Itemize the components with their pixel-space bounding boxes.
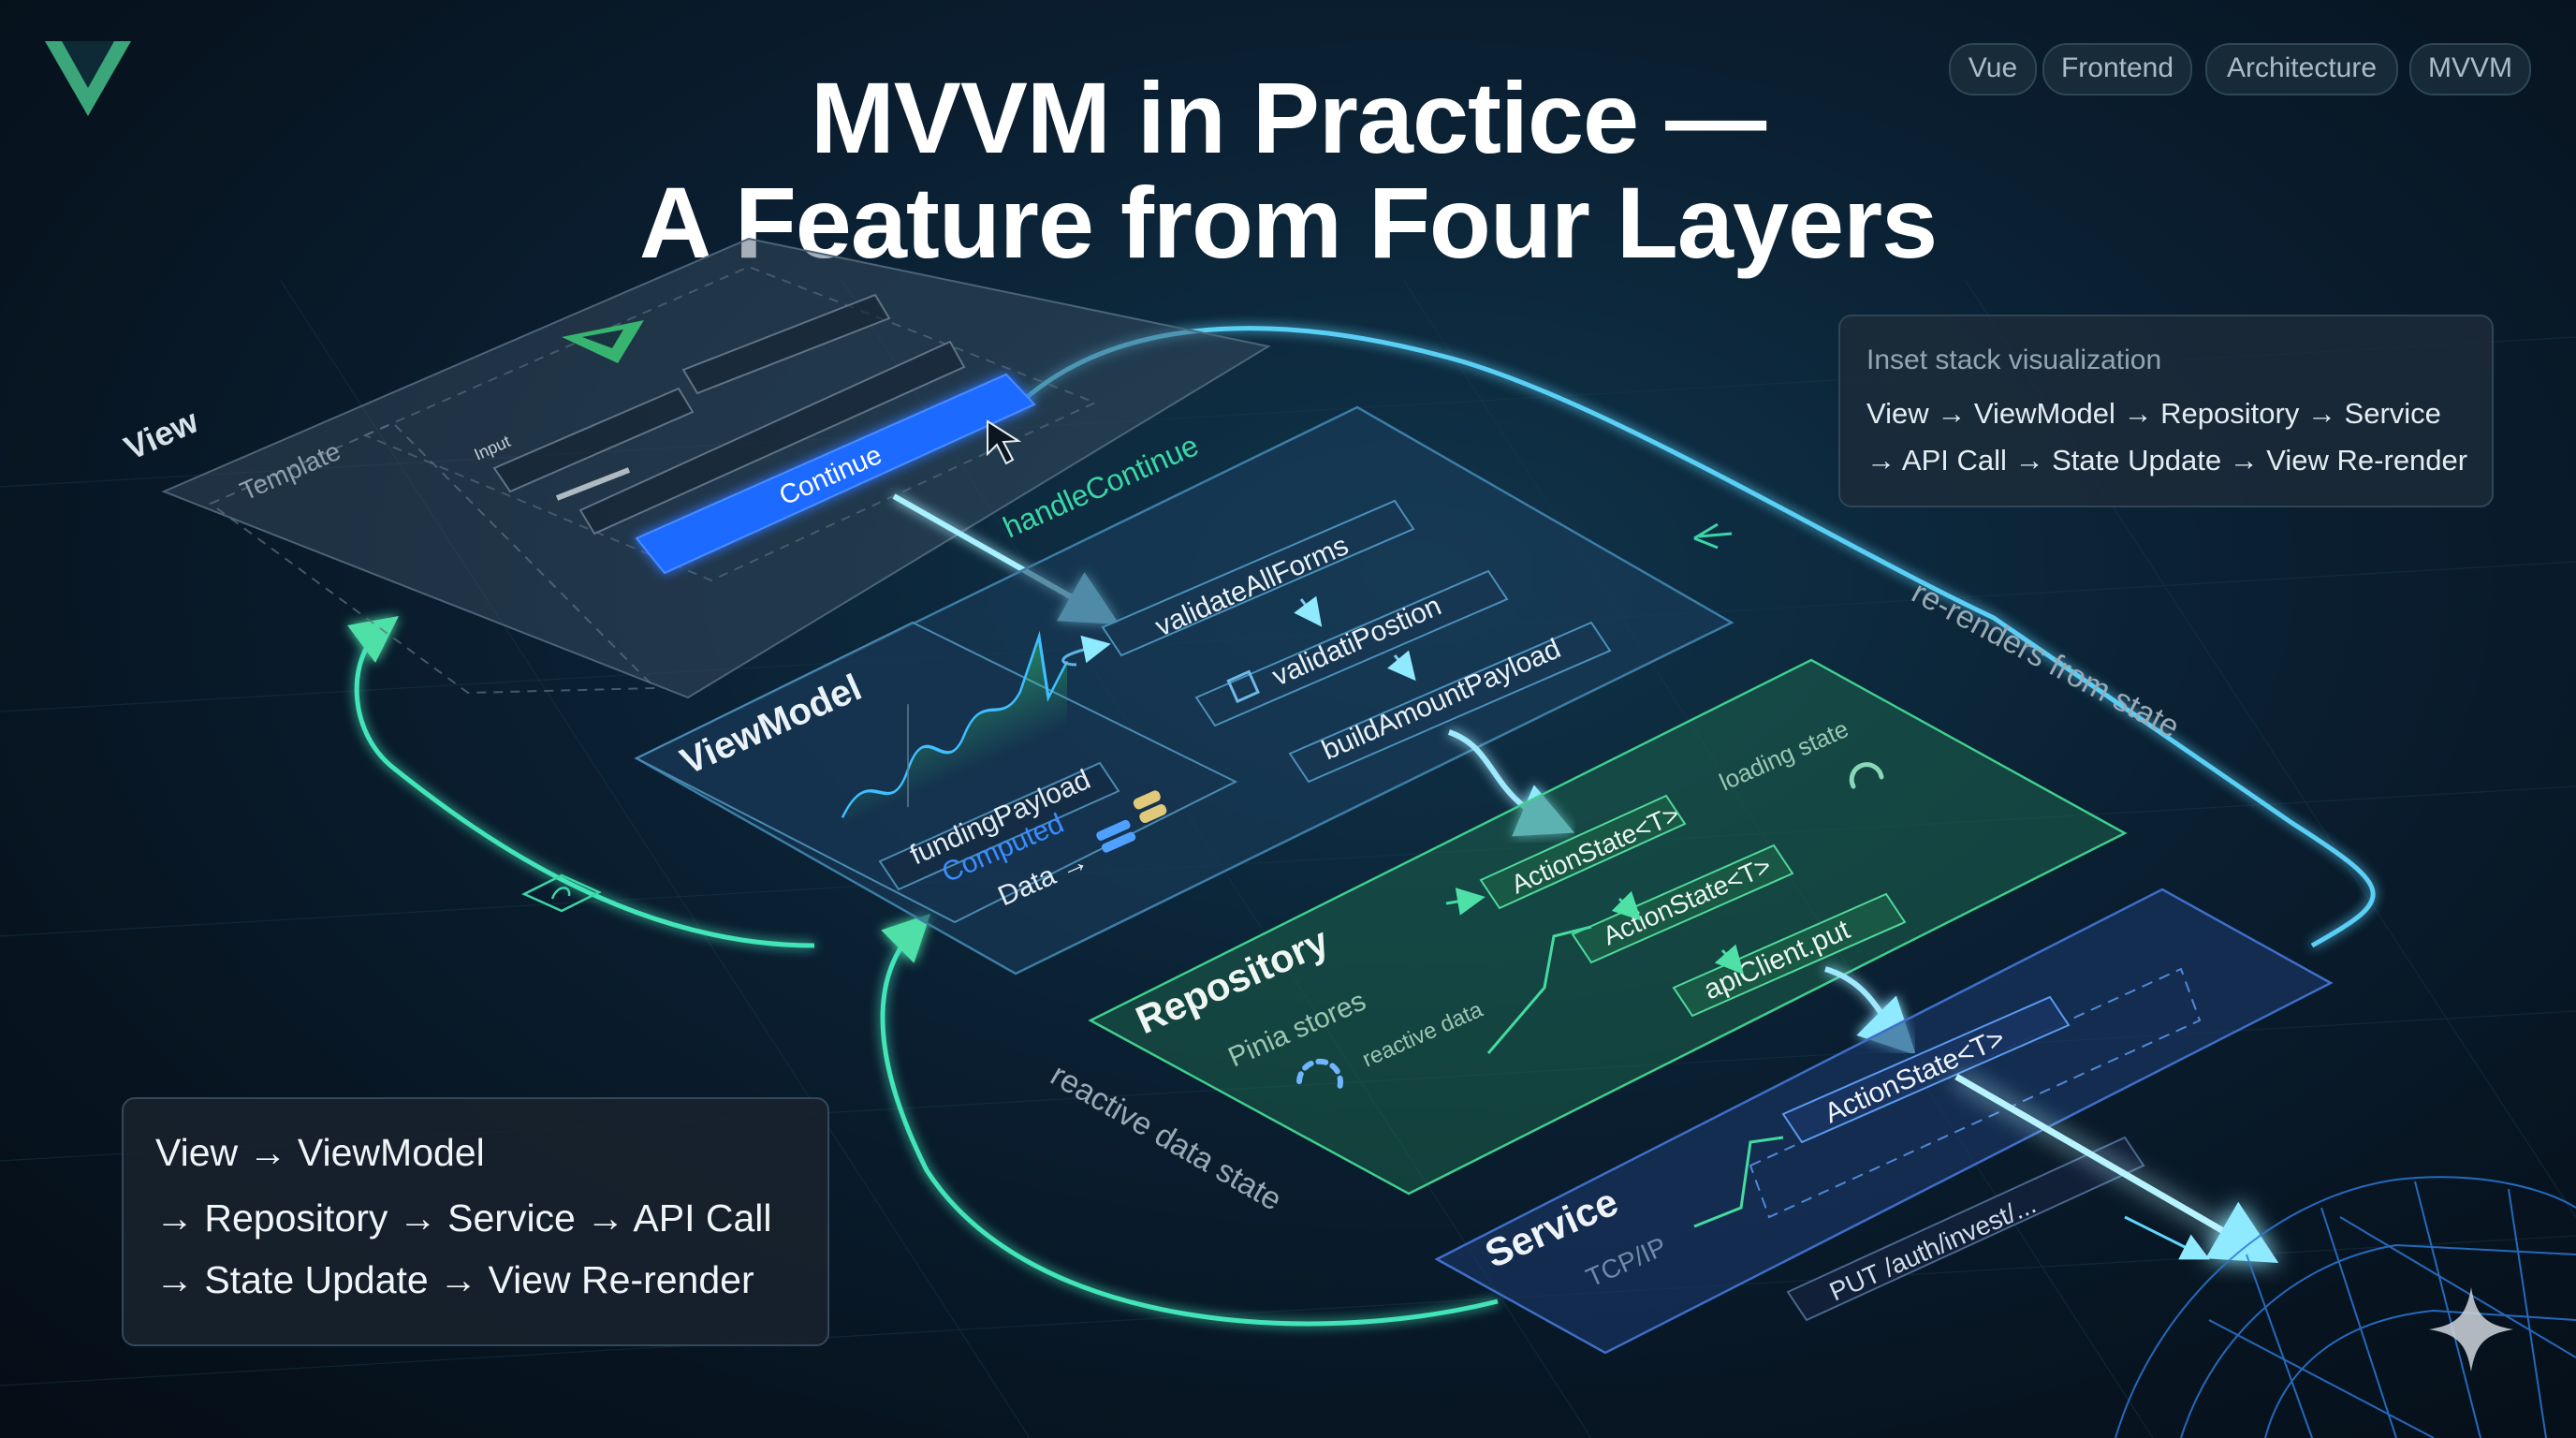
legend-line-2: → Repository → Service → API Call xyxy=(155,1196,772,1240)
inset-title: Inset stack visualization xyxy=(1866,345,2162,375)
legend-line-3: → State Update → View Re-render xyxy=(155,1258,754,1301)
legend-line-1: View → ViewModel xyxy=(155,1131,485,1174)
network-globe xyxy=(2115,1176,2576,1438)
vm-to-repo-arrow xyxy=(1447,729,1575,837)
left-loop xyxy=(880,913,1499,1327)
tag-architecture[interactable]: Architecture xyxy=(2205,43,2398,95)
repository-layer: Repository Pinia stores reactive data lo… xyxy=(1088,658,2128,1196)
title-line-1: MVVM in Practice — xyxy=(810,61,1766,174)
tag-mvvm[interactable]: MVVM xyxy=(2409,43,2531,95)
tag-vue[interactable]: Vue xyxy=(1949,43,2037,95)
rerender-flow-label: re-renders from state xyxy=(1906,575,2185,746)
database-icon xyxy=(1096,790,1167,853)
sparkle-icon xyxy=(2429,1287,2513,1372)
loading-spinner-icon xyxy=(1296,1058,1343,1093)
viewmodel-layer: ViewModel fundingPayload Computed Data →… xyxy=(634,405,1734,976)
settings-icon xyxy=(1226,669,1260,704)
inset-stack-card: Inset stack visualization View → ViewMod… xyxy=(1838,315,2494,507)
rerender-loop xyxy=(1009,326,2376,948)
return-arrow-icon xyxy=(1693,522,1733,550)
vue-logo-icon xyxy=(45,41,131,116)
refresh-icon xyxy=(521,873,602,913)
view-return-loop xyxy=(346,615,815,948)
tag-frontend[interactable]: Frontend xyxy=(2042,43,2192,95)
title-line-2: A Feature from Four Layers xyxy=(638,166,1938,279)
view-layer: Continue View Template Input xyxy=(119,237,1271,699)
waveform-chart xyxy=(841,630,1069,828)
api-call-arrow xyxy=(1954,1073,2279,1264)
flow-legend-card: View → ViewModel → Repository → Service … xyxy=(122,1097,829,1346)
inset-line-2: → API Call → State Update → View Re-rend… xyxy=(1866,444,2468,477)
page-title: MVVM in Practice — A Feature from Four L… xyxy=(0,66,2576,275)
loading-spinner-icon xyxy=(1849,762,1884,789)
view-layer-label: View xyxy=(119,401,205,467)
cursor-icon xyxy=(987,419,1022,465)
inset-line-1: View → ViewModel → Repository → Service xyxy=(1866,397,2441,430)
continue-button[interactable] xyxy=(635,373,1036,575)
